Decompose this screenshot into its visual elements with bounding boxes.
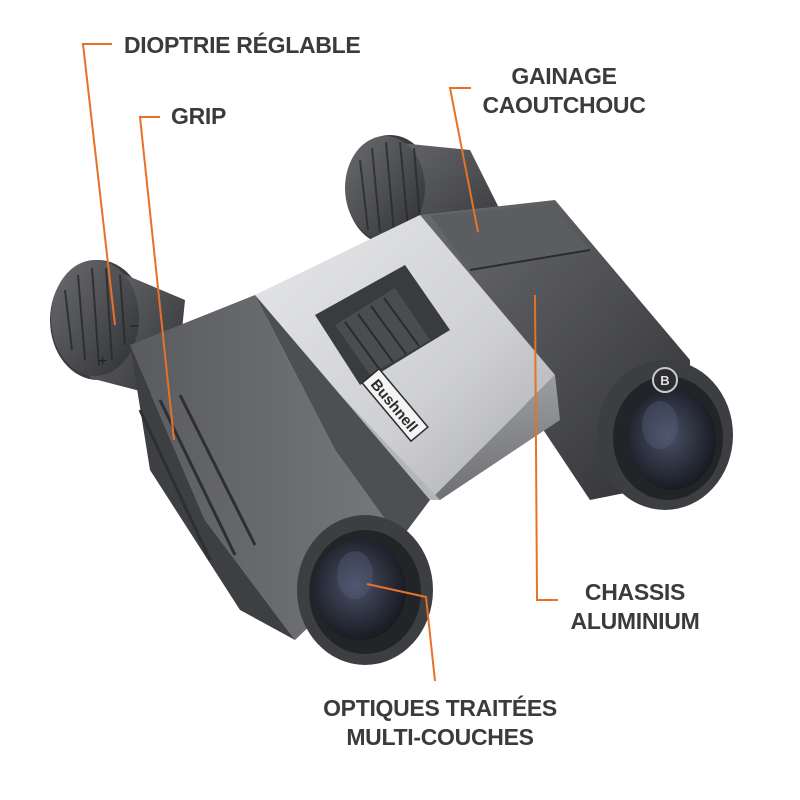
- callout-gainage-label: GAINAGE CAOUTCHOUC: [482, 63, 646, 118]
- gainage-leader-line: [448, 87, 479, 233]
- optiques-leader-line: [366, 583, 436, 682]
- callout-dioptrie-label: DIOPTRIE RÉGLABLE: [124, 32, 361, 58]
- callout-lines: [81, 43, 558, 682]
- diopter-plus-mark: +: [98, 353, 107, 370]
- chassis-leader-line: [534, 294, 558, 601]
- svg-text:B: B: [660, 373, 669, 388]
- diopter-eyepiece: + –: [50, 260, 185, 400]
- dioptrie-leader-line: [81, 43, 116, 326]
- left-objective-lens: [297, 515, 433, 665]
- bushnell-badge-icon: [652, 367, 678, 393]
- grip-leader-line: [138, 116, 175, 441]
- callout-chassis-label: CHASSIS ALUMINIUM: [570, 579, 700, 634]
- focus-wheel: [335, 288, 430, 375]
- aluminium-chassis-bridge: Bushnell: [255, 215, 560, 500]
- callout-grip-label: GRIP: [171, 103, 227, 129]
- right-objective-lens: B: [597, 360, 733, 510]
- diopter-minus-mark: –: [130, 317, 139, 334]
- callout-optiques-label: OPTIQUES TRAITÉES MULTI-COUCHES: [323, 695, 557, 750]
